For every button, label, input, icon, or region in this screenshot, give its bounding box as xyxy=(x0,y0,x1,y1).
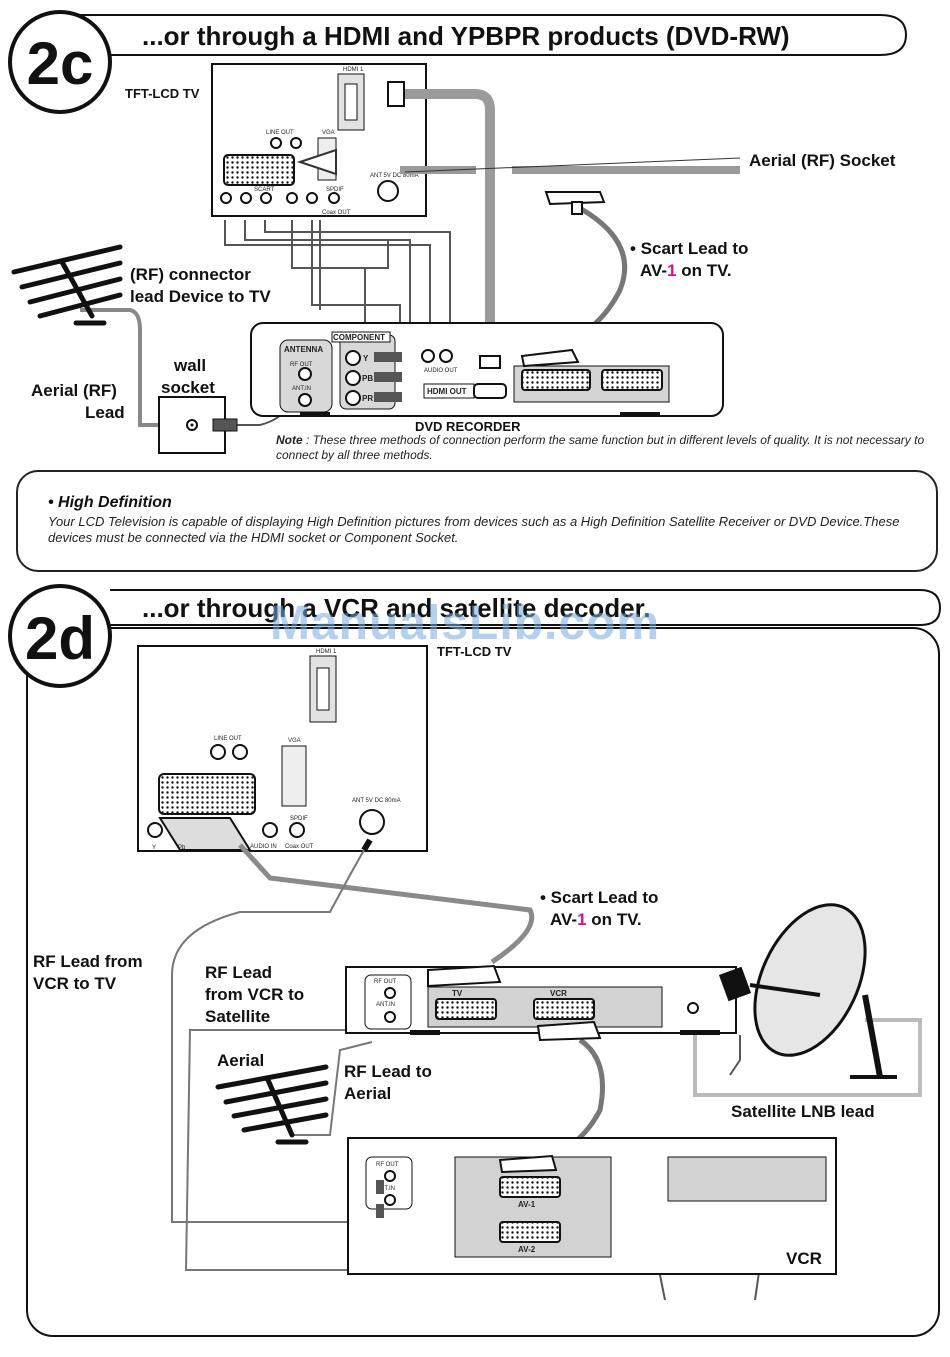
svg-text:socket: socket xyxy=(161,378,215,397)
svg-text:RF Lead from: RF Lead from xyxy=(33,952,143,971)
section-2d-title: ...or through a VCR and satellite decode… xyxy=(142,593,651,623)
svg-text:lead Device to TV: lead Device to TV xyxy=(130,287,271,306)
satellite-lnb-label: Satellite LNB lead xyxy=(731,1102,875,1121)
vcr-unit: RF OUT ANT.IN AV-1 AV-2 xyxy=(347,1137,837,1275)
tv-label-2d: TFT-LCD TV xyxy=(437,644,512,659)
svg-text:LINE OUT: LINE OUT xyxy=(214,736,242,742)
svg-text:ANT 5V DC 80mA: ANT 5V DC 80mA xyxy=(352,798,401,804)
svg-text:PR: PR xyxy=(362,394,373,403)
svg-text:wall: wall xyxy=(173,356,206,375)
svg-text:RF OUT: RF OUT xyxy=(376,1162,399,1168)
svg-text:ANT.IN: ANT.IN xyxy=(292,386,311,392)
svg-text:SPDIF: SPDIF xyxy=(326,187,344,193)
svg-text:LINE OUT: LINE OUT xyxy=(266,130,294,136)
section-2d-number: 2d xyxy=(25,605,95,672)
svg-text:SCART: SCART xyxy=(254,187,275,193)
note-text: Note : These three methods of connection… xyxy=(276,433,925,462)
svg-text:(RF) connector: (RF) connector xyxy=(130,265,251,284)
svg-text:Y: Y xyxy=(363,354,369,363)
svg-text:Lead: Lead xyxy=(85,403,125,422)
svg-text:Y: Y xyxy=(152,845,156,851)
tv-label-2c: TFT-LCD TV xyxy=(125,86,200,101)
svg-text:AV-2: AV-2 xyxy=(518,1245,536,1254)
scart-lead-label-2c: AV-1 on TV. xyxy=(640,261,732,280)
high-definition-box: • High Definition Your LCD Television is… xyxy=(16,470,938,572)
svg-text:ANT.IN: ANT.IN xyxy=(376,1002,395,1008)
aerial-antenna-2d xyxy=(215,1064,329,1145)
cables-2c xyxy=(80,81,741,427)
svg-text:PB: PB xyxy=(362,374,373,383)
satellite-dish xyxy=(718,903,897,1079)
svg-text:RF Lead: RF Lead xyxy=(205,963,272,982)
scart-lead-label-2d: AV-1 on TV. xyxy=(550,910,642,929)
svg-text:Aerial: Aerial xyxy=(344,1084,391,1103)
high-definition-text: Your LCD Television is capable of displa… xyxy=(48,514,900,545)
wall-socket xyxy=(158,396,238,454)
svg-text:AUDIO OUT: AUDIO OUT xyxy=(424,368,458,374)
svg-text:Satellite: Satellite xyxy=(205,1007,270,1026)
svg-text:ANTENNA: ANTENNA xyxy=(284,345,323,354)
svg-text:AV-1: AV-1 xyxy=(518,1200,536,1209)
svg-text:ANT.IN: ANT.IN xyxy=(376,1186,395,1192)
svg-text:VGA: VGA xyxy=(322,130,335,136)
tv-back-panel-2d: HDMI 1 LINE OUT VGA SPDIF Coax OUT ANT 5… xyxy=(137,645,428,852)
dvd-recorder-label: DVD RECORDER xyxy=(415,419,521,434)
svg-text:RF OUT: RF OUT xyxy=(374,979,397,985)
svg-text:Aerial: Aerial xyxy=(217,1051,264,1070)
svg-text:TV: TV xyxy=(452,989,463,998)
svg-text:HDMI 1: HDMI 1 xyxy=(316,649,337,655)
svg-text:from VCR to: from VCR to xyxy=(205,985,304,1004)
svg-text:VGA: VGA xyxy=(288,738,301,744)
svg-text:Aerial (RF): Aerial (RF) xyxy=(31,381,117,400)
dvd-recorder-2c: ANTENNA RF OUT ANT.IN COMPONENT Y PB PR … xyxy=(250,322,724,417)
svg-text:Coax OUT: Coax OUT xyxy=(322,210,351,216)
svg-text:VCR: VCR xyxy=(550,989,567,998)
svg-text:Pb: Pb xyxy=(178,845,186,851)
section-2c-header: 2c ...or through a HDMI and YPBPR produc… xyxy=(8,10,908,114)
vcr-label: VCR xyxy=(786,1249,822,1268)
svg-text:SPDIF: SPDIF xyxy=(290,816,308,822)
section-2d-frame: 2d ...or through a VCR and satellite dec… xyxy=(8,584,942,1337)
aerial-socket-label: Aerial (RF) Socket xyxy=(749,151,896,170)
svg-text:RF Lead to: RF Lead to xyxy=(344,1062,432,1081)
svg-text:• Scart Lead to: • Scart Lead to xyxy=(630,239,748,258)
svg-text:HDMI 1: HDMI 1 xyxy=(343,67,364,73)
svg-text:HDMI OUT: HDMI OUT xyxy=(427,387,467,396)
watermark: ManualsLib.com xyxy=(270,597,661,650)
svg-text:RF OUT: RF OUT xyxy=(290,362,313,368)
svg-text:COMPONENT: COMPONENT xyxy=(333,333,385,342)
section-2c-title: ...or through a HDMI and YPBPR products … xyxy=(142,21,790,51)
satellite-decoder: RF OUT ANT.IN TV VCR xyxy=(345,964,737,1042)
svg-text:VCR to TV: VCR to TV xyxy=(33,974,117,993)
aerial-antenna-2c xyxy=(11,244,123,326)
svg-text:• Scart Lead to: • Scart Lead to xyxy=(540,888,658,907)
high-definition-title: • High Definition xyxy=(48,494,172,511)
svg-text:ANT 5V DC 80mA: ANT 5V DC 80mA xyxy=(370,173,419,179)
section-2c-number: 2c xyxy=(27,30,94,97)
svg-text:Coax OUT: Coax OUT xyxy=(285,844,314,850)
scart-plug-top-2c xyxy=(544,191,606,215)
svg-text:AUDIO IN: AUDIO IN xyxy=(250,844,277,850)
